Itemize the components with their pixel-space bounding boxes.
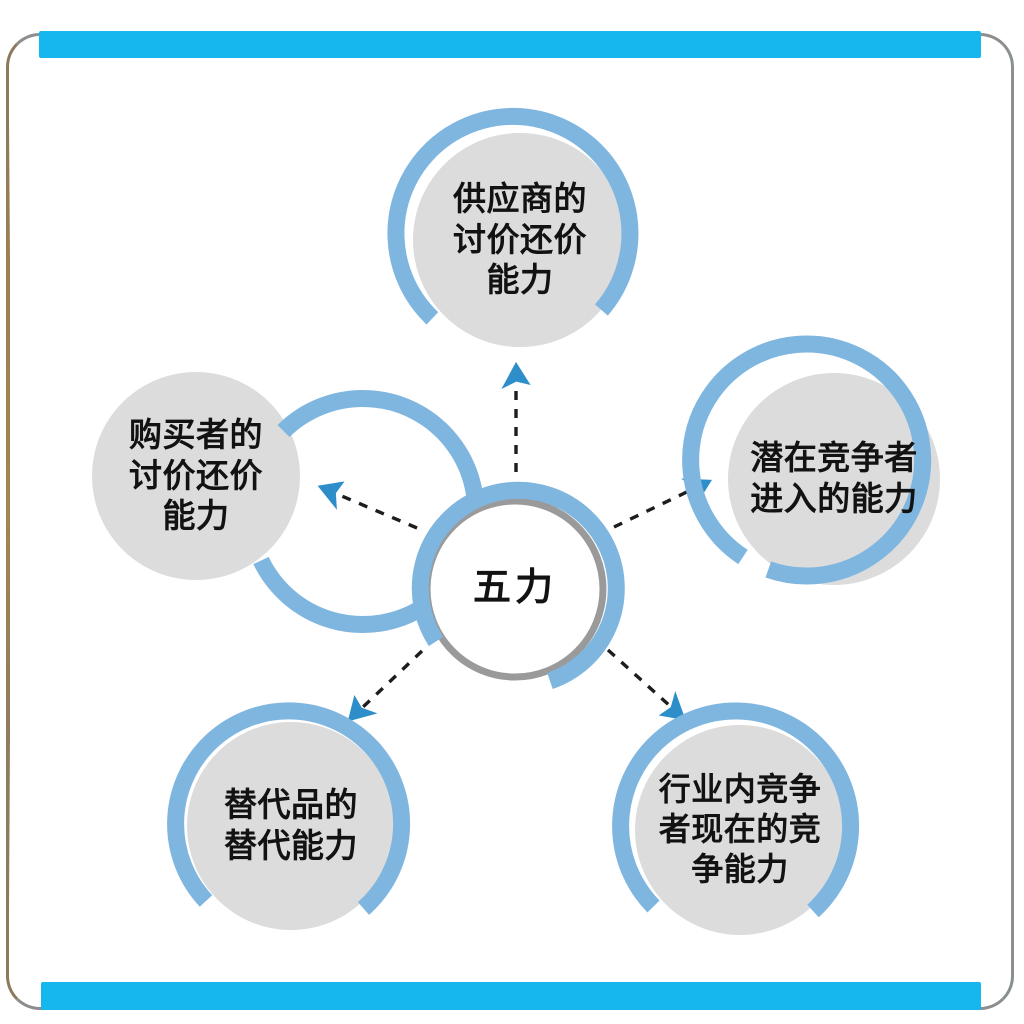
node-fill — [635, 725, 845, 935]
node-center[interactable]: 五力 — [404, 478, 626, 700]
bottom-accent-bar — [41, 982, 981, 1010]
node-ring-arc — [682, 335, 932, 585]
frame-left-edge-accent — [6, 120, 10, 910]
node-entrant[interactable]: 潜在竞争者 进入的能力 — [682, 335, 968, 613]
node-substitute[interactable]: 替代品的 替代能力 — [160, 695, 422, 957]
node-center-graphic — [411, 481, 625, 690]
center-fill — [427, 501, 603, 677]
node-supplier-graphic — [387, 107, 639, 347]
node-buyer[interactable]: 购买者的 讨价还价 能力 — [65, 345, 485, 633]
node-fill — [187, 722, 395, 930]
top-accent-bar — [39, 31, 981, 58]
node-ring-arc — [612, 702, 860, 918]
node-ring-arc — [167, 702, 411, 915]
center-outer-arc — [411, 481, 625, 690]
node-buyer-graphic — [92, 372, 485, 633]
node-rivalry-graphic — [612, 702, 860, 935]
node-fill — [92, 372, 300, 580]
node-entrant-graphic — [682, 335, 940, 585]
node-substitute-graphic — [167, 702, 411, 930]
node-fill — [413, 133, 627, 347]
node-ring-arc — [387, 107, 639, 325]
node-rivalry[interactable]: 行业内竞争 者现在的竞 争能力 — [607, 697, 873, 963]
node-supplier[interactable]: 供应商的 讨价还价 能力 — [385, 105, 655, 375]
